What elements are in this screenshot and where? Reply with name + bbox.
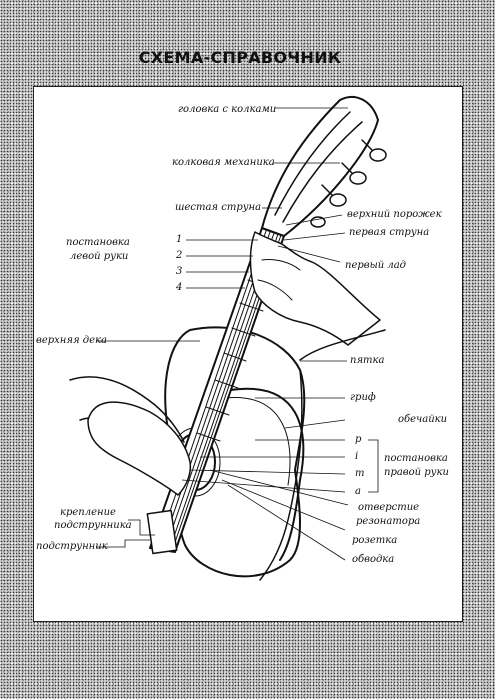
diagram-panel: [33, 86, 463, 622]
label-tie-line1: крепление: [60, 507, 116, 518]
left-finger-2: 2: [176, 250, 183, 261]
right-hand: [87, 401, 192, 496]
label-soundhole-line2: резонатора: [356, 516, 421, 527]
label-tie-line2: подструнника: [54, 520, 132, 531]
label-soundhole-line1: отверстие: [358, 502, 420, 513]
page-title: СХЕМА-СПРАВОЧНИК: [138, 48, 342, 67]
left-hand: [249, 231, 381, 346]
label-heel: пятка: [350, 355, 385, 366]
right-finger-a: a: [355, 486, 361, 497]
right-arm: [69, 376, 185, 443]
label-sides: обечайки: [398, 414, 448, 425]
left-finger-1: 1: [176, 234, 183, 245]
left-finger-4: 4: [176, 282, 183, 293]
label-first-string: первая струна: [349, 227, 430, 238]
label-left-hand-line1: постановка: [66, 237, 130, 248]
right-finger-m: m: [355, 468, 365, 479]
label-right-hand-line2: правой руки: [384, 467, 449, 478]
label-right-hand-line1: постановка: [384, 453, 448, 464]
label-nut: верхний порожек: [347, 209, 442, 220]
label-top: верхняя дека: [36, 335, 107, 346]
label-tailpiece: подструнник: [36, 541, 108, 552]
tailpiece: [146, 509, 178, 555]
tuner-pegs: [310, 139, 387, 228]
right-finger-p: p: [355, 434, 362, 445]
label-left-hand-line2: левой руки: [70, 251, 129, 262]
label-sixth-string: шестая струна: [175, 202, 262, 213]
label-first-fret: первый лад: [345, 260, 407, 271]
right-finger-i: i: [355, 451, 359, 462]
player-torso: [299, 329, 386, 361]
left-finger-3: 3: [176, 266, 183, 277]
label-headstock: головка с колками: [178, 104, 277, 115]
label-rosette: розетка: [352, 535, 398, 546]
label-neck: гриф: [350, 392, 376, 403]
label-tuners: колковая механика: [172, 157, 275, 168]
label-binding: обводка: [352, 554, 395, 565]
guitar-side: [229, 387, 305, 561]
